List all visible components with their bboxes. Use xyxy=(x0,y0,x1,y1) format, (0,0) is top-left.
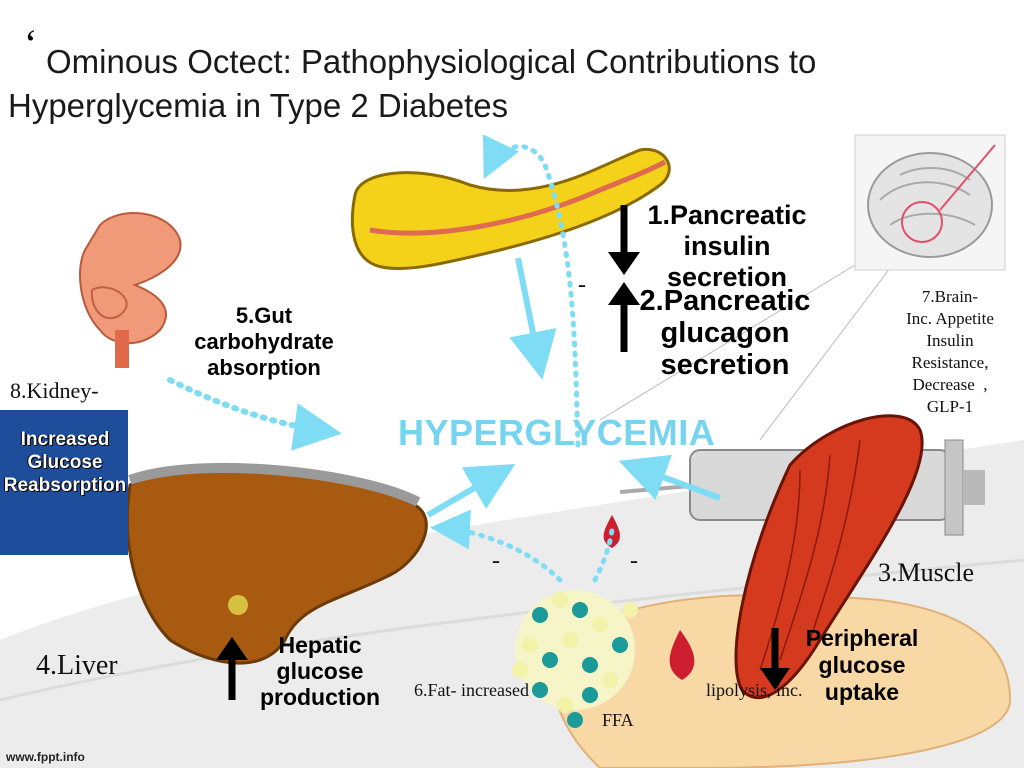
fat-label-continued: lipolysis, inc. xyxy=(706,680,803,700)
peripheral-glucose-label: Peripheral glucose uptake xyxy=(805,625,919,705)
fat-cells-icon xyxy=(512,590,638,728)
muscle-icon xyxy=(734,414,924,700)
blood-drop-icon xyxy=(669,630,695,680)
ffa-label: FFA xyxy=(602,710,634,730)
pancreatic-insulin-label: 1.Pancreatic insulin secretion xyxy=(647,200,807,292)
pancreas-icon xyxy=(350,147,671,271)
title-line-1: Ominous Octect: Pathophysiological Contr… xyxy=(46,43,817,80)
gut-absorption-label: 5.Gut carbohydrate absorption xyxy=(194,303,334,380)
pancreatic-glucagon-label: 2.Pancreatic glucagon secretion xyxy=(639,285,811,381)
title-line-2: Hyperglycemia in Type 2 Diabetes xyxy=(8,87,509,124)
page-title: Ominous Octect: Pathophysiological Contr… xyxy=(8,40,1008,128)
up-arrow-icon xyxy=(216,637,248,700)
brain-label: 7.Brain- Inc. Appetite Insulin Resistanc… xyxy=(906,287,994,416)
minus-sign: - xyxy=(578,272,586,298)
fat-label: 6.Fat- increased xyxy=(414,680,529,700)
muscle-label: 3.Muscle xyxy=(878,558,975,587)
down-arrow-icon xyxy=(760,628,790,690)
kidney-panel xyxy=(0,410,128,555)
hepatic-glucose-label: Hepatic glucose production xyxy=(259,632,381,710)
liver-icon xyxy=(125,462,428,665)
minus-sign: - xyxy=(630,548,638,574)
footer-url: www.fppt.info xyxy=(6,750,85,764)
gut-icon xyxy=(79,212,182,368)
up-arrow-icon xyxy=(608,282,640,352)
title-quote-mark: ‘ xyxy=(24,21,38,66)
liver-label: 4.Liver xyxy=(36,650,118,681)
kidney-label: 8.Kidney- xyxy=(10,378,99,403)
hyperglycemia-label: HYPERGLYCEMIA xyxy=(398,412,716,453)
minus-sign: - xyxy=(492,548,500,574)
down-arrow-icon xyxy=(608,205,640,275)
kidney-reabsorption-text: Increased Glucose Reabsorption xyxy=(3,429,127,496)
brain-icon xyxy=(854,134,1006,271)
